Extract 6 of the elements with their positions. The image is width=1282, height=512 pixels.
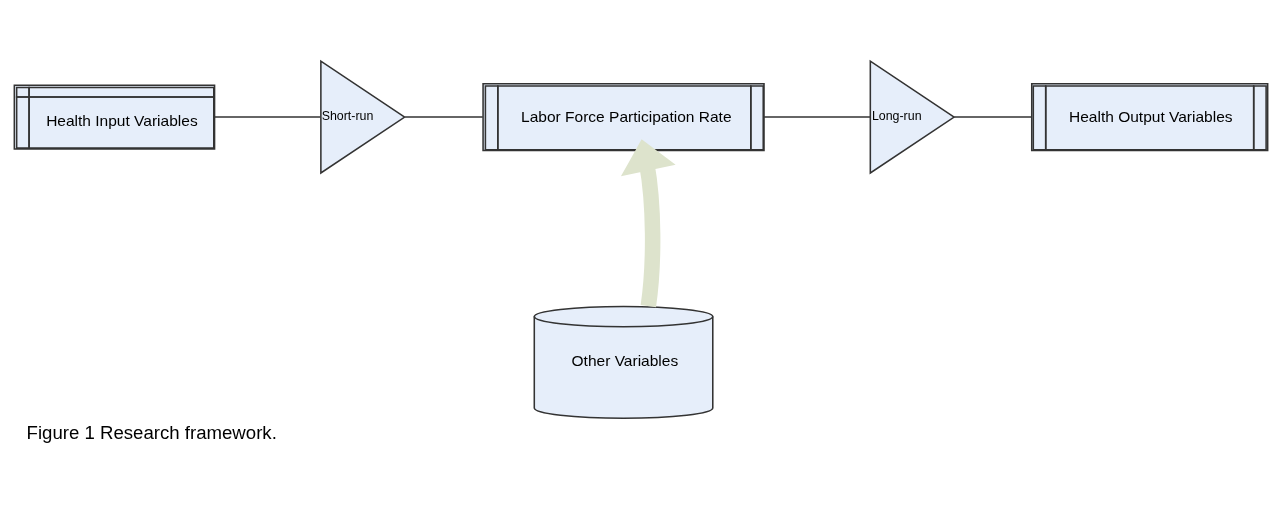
caption: Figure 1 Research framework. [26, 422, 277, 444]
connector [763, 116, 871, 118]
connector [953, 116, 1033, 118]
connector [213, 116, 322, 118]
connector [404, 116, 484, 118]
arrow [620, 139, 676, 308]
